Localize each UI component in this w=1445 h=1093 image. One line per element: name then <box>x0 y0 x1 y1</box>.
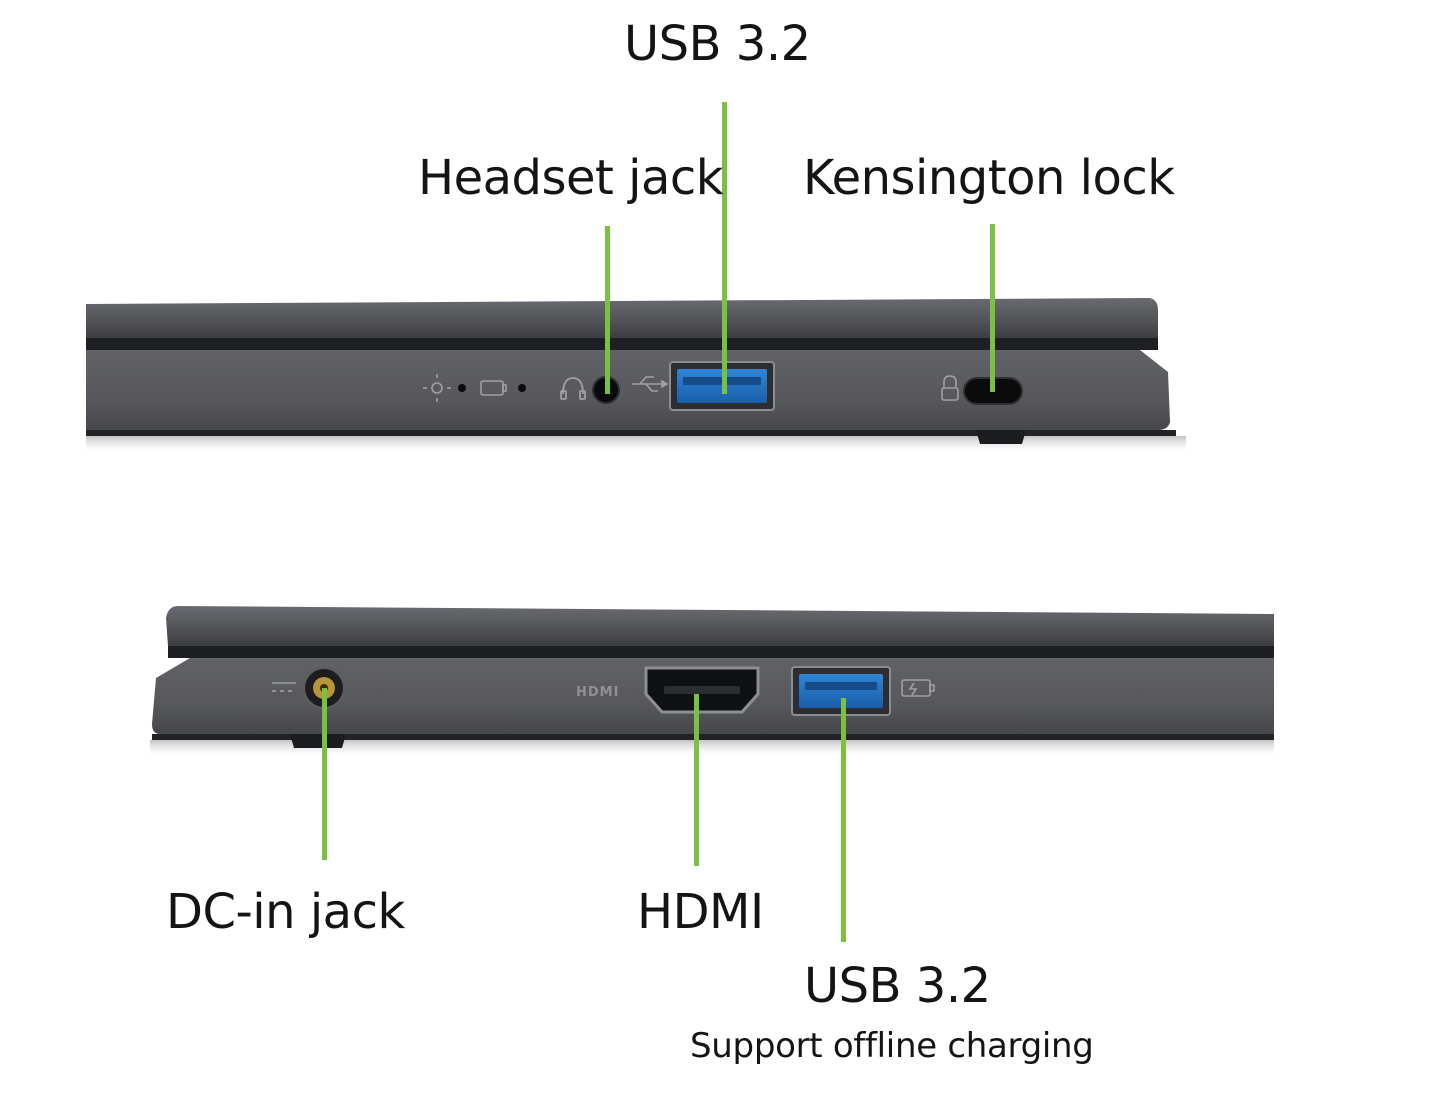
leader-headset <box>605 226 610 394</box>
label-bottom-usb: USB 3.2 <box>804 958 991 1014</box>
hdmi-port <box>644 666 760 714</box>
usb-icon <box>632 376 669 392</box>
battery-led <box>518 384 526 392</box>
leader-dc-in <box>322 688 327 860</box>
usb-charge-icon <box>901 679 935 697</box>
top-lid <box>86 298 1158 350</box>
label-dc-in-jack: DC-in jack <box>166 884 405 940</box>
label-headset-jack: Headset jack <box>418 150 724 206</box>
leader-top-usb <box>722 102 727 394</box>
bottom-lid <box>166 606 1274 658</box>
top-base <box>86 350 1186 454</box>
bottom-usb-port <box>791 666 891 716</box>
headset-icon <box>560 377 586 400</box>
battery-led-icon <box>480 380 507 396</box>
label-usb-offline-charging: Support offline charging <box>690 1026 1094 1066</box>
label-top-usb: USB 3.2 <box>624 16 811 72</box>
leader-kensington <box>990 224 995 392</box>
label-hdmi: HDMI <box>637 884 764 940</box>
power-led <box>458 384 466 392</box>
leader-bottom-usb <box>841 698 846 942</box>
lock-icon <box>941 375 959 401</box>
leader-hdmi <box>694 694 699 866</box>
hdmi-logo-icon: HDMI <box>576 685 619 700</box>
label-kensington-lock: Kensington lock <box>803 150 1175 206</box>
brightness-led-icon <box>423 374 451 402</box>
dc-power-icon <box>272 682 296 692</box>
